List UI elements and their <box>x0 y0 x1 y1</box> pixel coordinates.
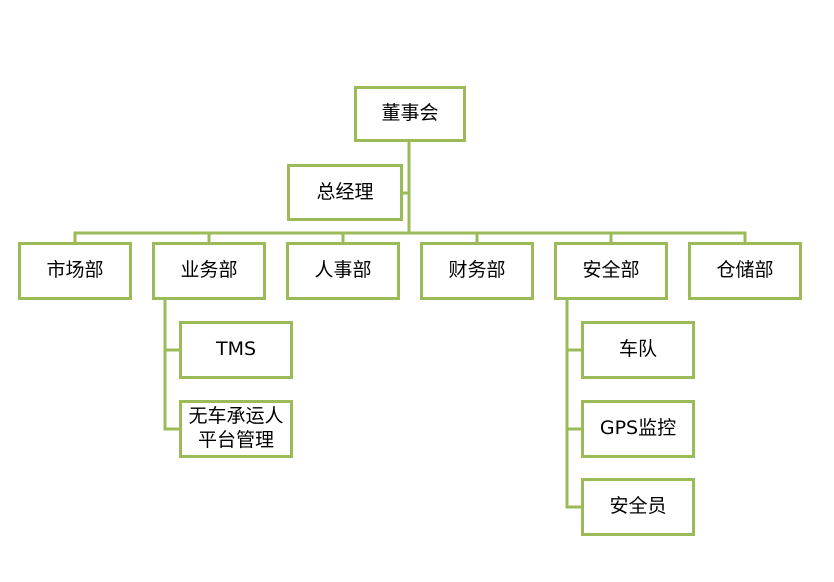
node-business-platform-label: 无车承运人 平台管理 <box>188 405 284 451</box>
node-dept-safety-label: 安全部 <box>582 259 640 282</box>
node-dept-hr-label: 人事部 <box>314 259 372 282</box>
node-safety-fleet-label: 车队 <box>618 338 657 361</box>
node-safety-officer: 安全员 <box>581 478 695 536</box>
node-dept-hr: 人事部 <box>286 242 400 300</box>
node-dept-warehouse: 仓储部 <box>688 242 802 300</box>
node-dept-finance: 财务部 <box>420 242 534 300</box>
node-dept-finance-label: 财务部 <box>448 259 506 282</box>
node-dept-safety: 安全部 <box>554 242 668 300</box>
node-dept-business: 业务部 <box>152 242 266 300</box>
node-safety-gps-label: GPS监控 <box>599 417 677 440</box>
node-business-tms-label: TMS <box>215 338 257 361</box>
node-safety-gps: GPS监控 <box>581 400 695 458</box>
node-board-label: 董事会 <box>381 102 439 125</box>
node-general-manager-label: 总经理 <box>316 180 374 203</box>
node-dept-market: 市场部 <box>18 242 132 300</box>
node-dept-warehouse-label: 仓储部 <box>716 259 774 282</box>
node-dept-market-label: 市场部 <box>46 259 104 282</box>
node-safety-officer-label: 安全员 <box>609 495 667 518</box>
node-business-tms: TMS <box>179 321 293 379</box>
node-dept-business-label: 业务部 <box>180 259 238 282</box>
node-board: 董事会 <box>354 86 466 142</box>
node-general-manager: 总经理 <box>287 164 403 221</box>
node-safety-fleet: 车队 <box>581 321 695 379</box>
node-business-platform: 无车承运人 平台管理 <box>179 400 293 458</box>
